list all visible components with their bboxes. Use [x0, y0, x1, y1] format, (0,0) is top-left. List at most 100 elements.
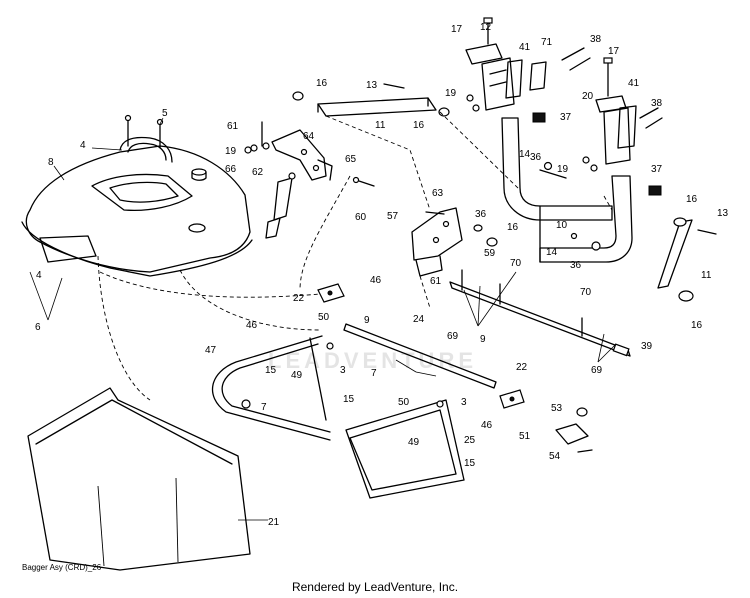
bagger-cover-part-8[interactable]: [21, 145, 253, 277]
callout-20: 20: [582, 91, 594, 102]
callout-14: 14: [546, 247, 558, 258]
callout-60: 60: [355, 212, 367, 223]
bagger-handle-part-5[interactable]: [119, 114, 173, 163]
callout-24: 24: [413, 314, 425, 325]
latch-part-51[interactable]: [555, 407, 593, 453]
callout-22: 22: [516, 362, 528, 373]
callout-7: 7: [371, 368, 377, 379]
callout-36: 36: [570, 260, 582, 271]
strut-part-62[interactable]: [265, 172, 296, 239]
callout-37: 37: [560, 112, 572, 123]
callout-54: 54: [549, 451, 561, 462]
callout-14: 14: [519, 149, 531, 160]
callout-12: 12: [480, 22, 492, 33]
callout-15: 15: [464, 458, 476, 469]
callout-49: 49: [291, 370, 303, 381]
callout-25: 25: [464, 435, 476, 446]
callout-70: 70: [580, 287, 592, 298]
callout-11: 11: [375, 120, 386, 131]
callout-16: 16: [316, 78, 328, 89]
callout-7: 7: [261, 402, 267, 413]
leader-lines: [29, 117, 617, 521]
upper-bracket-part-20[interactable]: [595, 95, 631, 165]
callout-15: 15: [265, 365, 277, 376]
callout-36: 36: [475, 209, 487, 220]
callout-16: 16: [691, 320, 703, 331]
callout-41: 41: [519, 42, 531, 53]
callout-62: 62: [252, 167, 264, 178]
callout-64: 64: [303, 131, 315, 142]
grass-bag-part-21[interactable]: [27, 387, 251, 571]
callout-50: 50: [318, 312, 330, 323]
mount-bracket-part-64-65[interactable]: [271, 129, 333, 181]
lower-rod-part-24[interactable]: [343, 323, 497, 389]
callout-47: 47: [205, 345, 217, 356]
callout-10: 10: [556, 220, 568, 231]
pin-part-60[interactable]: [352, 176, 375, 187]
callout-37: 37: [651, 164, 663, 175]
callout-46: 46: [246, 320, 258, 331]
rod-assembly-part-39[interactable]: [449, 269, 631, 357]
bag-frame-part-47[interactable]: [211, 335, 465, 499]
callout-70: 70: [510, 258, 522, 269]
callout-69: 69: [447, 331, 459, 342]
callout-3: 3: [461, 397, 467, 408]
callout-15: 15: [343, 394, 355, 405]
callout-16: 16: [413, 120, 425, 131]
callout-49: 49: [408, 437, 420, 448]
callout-38: 38: [590, 34, 602, 45]
callout-4: 4: [36, 270, 42, 281]
callout-21: 21: [268, 517, 280, 528]
rear-cross-bar-part-11[interactable]: [292, 83, 450, 117]
callout-19: 19: [225, 146, 237, 157]
callout-8: 8: [48, 157, 54, 168]
callout-61: 61: [430, 276, 442, 287]
bolts-part-17-38[interactable]: [483, 17, 663, 129]
callout-6: 6: [35, 322, 41, 333]
bracket-part-22[interactable]: [317, 283, 345, 303]
callout-17: 17: [451, 24, 463, 35]
side-bar-part-11[interactable]: [657, 217, 717, 302]
callout-57: 57: [387, 211, 399, 222]
callout-46: 46: [481, 420, 493, 431]
callout-16: 16: [507, 222, 519, 233]
upper-frame-part-10[interactable]: [501, 117, 633, 263]
knob-part-66[interactable]: [191, 168, 207, 181]
callout-38: 38: [651, 98, 663, 109]
callout-69: 69: [591, 365, 603, 376]
callout-22: 22: [293, 293, 305, 304]
callout-9: 9: [364, 315, 370, 326]
upper-bracket-part-12[interactable]: [465, 43, 515, 111]
callout-5: 5: [162, 108, 168, 119]
callout-41: 41: [628, 78, 640, 89]
callout-13: 13: [366, 80, 378, 91]
callout-9: 9: [480, 334, 486, 345]
callout-19: 19: [445, 88, 457, 99]
callout-3: 3: [340, 365, 346, 376]
washers-part-19[interactable]: [244, 94, 598, 172]
callout-59: 59: [484, 248, 496, 259]
callout-61: 61: [227, 121, 239, 132]
callout-46: 46: [370, 275, 382, 286]
slide-plate-part-41[interactable]: [505, 59, 637, 149]
rubber-bumper-part-37[interactable]: [532, 112, 662, 196]
callout-11: 11: [701, 270, 712, 281]
callout-39: 39: [641, 341, 653, 352]
spacer-part-71[interactable]: [529, 61, 547, 91]
callout-13: 13: [717, 208, 729, 219]
callout-36: 36: [530, 152, 542, 163]
bolt-part-61[interactable]: [250, 121, 270, 152]
bracket-part-22-right[interactable]: [499, 389, 525, 409]
callout-63: 63: [432, 188, 444, 199]
callout-51: 51: [519, 431, 531, 442]
callout-53: 53: [551, 403, 563, 414]
center-bracket-part-63[interactable]: [411, 207, 498, 277]
drawing-code-label: Bagger Asy (CRD)_26: [22, 563, 102, 572]
callout-50: 50: [398, 397, 410, 408]
callout-4: 4: [80, 140, 86, 151]
callout-19: 19: [557, 164, 569, 175]
callout-71: 71: [541, 37, 553, 48]
callout-16: 16: [686, 194, 698, 205]
callout-numbers: 12 17 71 38 17 41 16 13 19 16 11 37 20 4…: [35, 22, 729, 528]
